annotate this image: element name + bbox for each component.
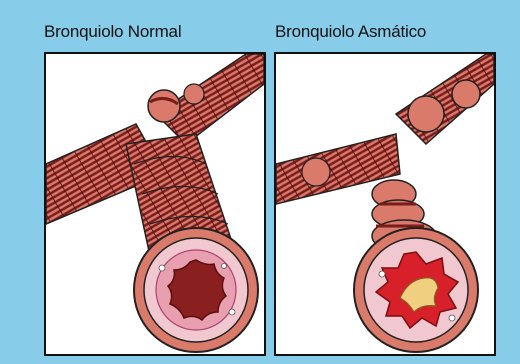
normal-bronchiole-panel xyxy=(44,52,266,356)
upper-branch xyxy=(396,54,494,144)
asthmatic-bronchiole-illustration xyxy=(276,54,494,354)
asthmatic-bronchiole-title: Bronquiolo Asmático xyxy=(275,22,426,42)
normal-bronchiole-illustration xyxy=(46,54,264,354)
normal-bronchiole-title: Bronquiolo Normal xyxy=(44,22,181,42)
normal-cross-section xyxy=(134,228,258,352)
asthmatic-cross-section xyxy=(354,228,478,352)
upper-branch xyxy=(148,54,264,144)
asthmatic-bronchiole-panel xyxy=(274,52,496,356)
